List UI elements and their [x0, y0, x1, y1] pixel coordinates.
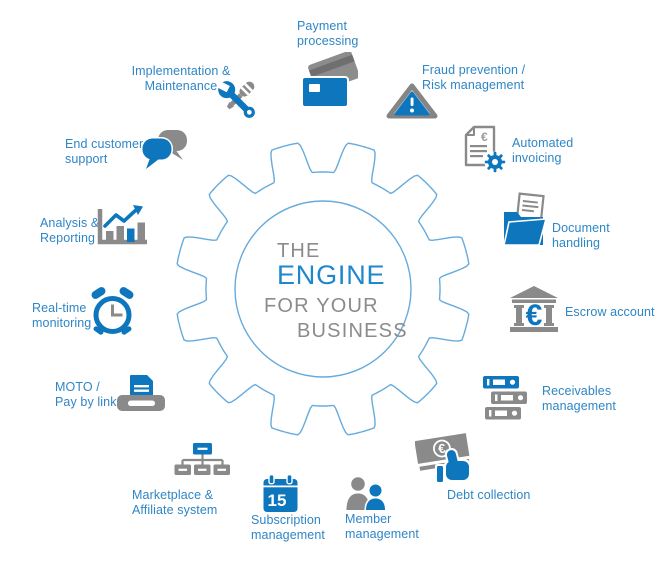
bank-euro-icon: € — [510, 286, 558, 332]
item-label: Payment processing — [297, 19, 359, 48]
item-label: Automated invoicing — [512, 136, 574, 165]
item-automated-invoicing: € Automated invoicing — [460, 122, 600, 178]
center-title-the: THE — [277, 240, 321, 262]
item-analysis-reporting: Analysis & Reporting — [38, 200, 153, 250]
item-label: Implementation & Maintenance — [131, 64, 231, 93]
center-title-for-your: FOR YOUR — [264, 295, 379, 317]
item-label: Escrow account — [565, 305, 655, 319]
item-subscription-management: 15 Subscription management — [250, 471, 330, 546]
item-receivables-management: Receivables management — [480, 372, 630, 424]
item-moto-pay-by-link: MOTO / Pay by link — [53, 374, 173, 419]
org-chart-icon — [174, 443, 230, 475]
center-title-business: BUSINESS — [297, 320, 408, 342]
item-end-customer-support: End customer support — [63, 128, 193, 178]
calendar-15-icon: 15 — [263, 474, 298, 512]
euro-glyph: € — [437, 441, 446, 457]
item-label: Analysis & Reporting — [40, 216, 100, 245]
item-marketplace-affiliate: Marketplace & Affiliate system — [130, 441, 240, 521]
item-escrow-account: € Escrow account — [506, 283, 656, 335]
euro-glyph: € — [526, 299, 543, 332]
item-label: Subscription management — [251, 513, 325, 542]
item-label: Fraud prevention / Risk management — [422, 63, 526, 92]
gear-inner-circle — [234, 200, 412, 378]
item-fraud-prevention: Fraud prevention / Risk management — [385, 60, 545, 120]
bar-chart-icon — [97, 205, 147, 245]
warning-triangle-icon — [386, 83, 438, 119]
folder-documents-icon — [503, 192, 548, 246]
item-label: Real-time monitoring — [32, 301, 92, 330]
people-icon — [346, 477, 387, 510]
tools-icon — [217, 81, 255, 118]
item-label: Document handling — [552, 221, 610, 250]
item-document-handling: Document handling — [501, 190, 641, 252]
item-label: Marketplace & Affiliate system — [132, 488, 218, 517]
banknote-thumbsup-icon: € — [415, 433, 472, 483]
item-member-management: Member management — [343, 474, 433, 546]
binders-icon — [483, 376, 527, 420]
item-payment-processing: Payment processing — [295, 18, 390, 118]
item-label: MOTO / Pay by link — [55, 380, 117, 409]
item-debt-collection: € Debt collection — [414, 431, 544, 509]
invoice-gear-icon: € — [464, 125, 506, 173]
center-title-engine: ENGINE — [277, 260, 386, 290]
day-number: 15 — [268, 491, 287, 510]
item-implementation-maintenance: Implementation & Maintenance — [128, 62, 268, 132]
item-label: Receivables management — [542, 384, 616, 413]
printer-icon — [117, 375, 165, 411]
speech-bubbles-icon — [141, 130, 187, 171]
item-label: Member management — [345, 512, 419, 541]
item-label: End customer support — [65, 137, 144, 166]
alarm-clock-icon — [91, 287, 134, 335]
item-label: Debt collection — [447, 488, 531, 502]
euro-glyph: € — [481, 130, 488, 144]
item-real-time-monitoring: Real-time monitoring — [30, 284, 140, 342]
credit-cards-icon — [301, 52, 358, 108]
